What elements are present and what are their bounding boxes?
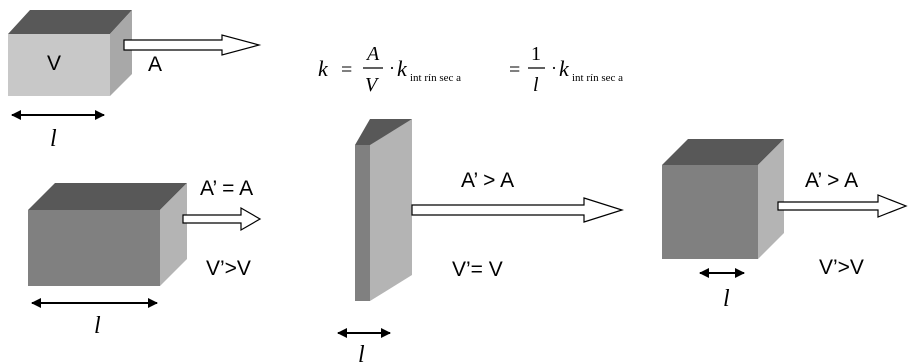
panel-wide-box xyxy=(28,183,187,286)
area-arrow-1 xyxy=(182,206,262,232)
length-label-2: l xyxy=(358,342,365,362)
formula-dot-2: · xyxy=(551,58,557,78)
area-rel-2: A’ > A xyxy=(461,169,514,192)
cube-top-face xyxy=(662,139,784,165)
area-label: A xyxy=(148,53,162,76)
panel-cube xyxy=(662,139,784,259)
formula-l: l xyxy=(533,74,539,96)
wide-box-top-face xyxy=(28,183,187,210)
area-arrow-3 xyxy=(777,194,908,218)
area-arrow-2 xyxy=(411,197,624,223)
top-cube-side-face xyxy=(110,10,132,96)
top-cube-top-face xyxy=(8,10,132,34)
top-cube-front-face xyxy=(8,34,110,96)
formula-dot-1: · xyxy=(389,58,395,78)
volume-rel-2: V’= V xyxy=(452,258,503,281)
formula-V: V xyxy=(365,74,380,96)
panel-thin-slab xyxy=(355,119,412,301)
wide-box-front-face xyxy=(28,210,160,286)
length-label-3: l xyxy=(723,286,730,312)
formula-eq-1: = xyxy=(341,59,352,81)
formula-one: 1 xyxy=(531,43,541,65)
length-label-1: l xyxy=(94,313,101,339)
volume-rel-1: V’>V xyxy=(206,257,251,280)
wide-box-side-face xyxy=(160,183,187,286)
formula-k-sub-base-2: k xyxy=(559,56,570,81)
formula: k = A V · k int rín sec a = 1 l · k int … xyxy=(318,43,623,96)
length-label-top: l xyxy=(50,126,57,152)
volume-rel-3: V’>V xyxy=(819,256,864,279)
formula-subscript-1: int rín sec a xyxy=(410,72,461,84)
area-rel-3: A’ > A xyxy=(805,169,858,192)
area-arrow-top xyxy=(123,34,262,56)
formula-k: k xyxy=(318,56,329,81)
top-cube: V xyxy=(8,10,132,96)
volume-label: V xyxy=(47,52,61,75)
cube-front-face xyxy=(662,165,758,259)
cube-side-face xyxy=(758,139,784,259)
slab-front-face xyxy=(355,145,370,301)
slab-side-face xyxy=(370,119,412,301)
formula-subscript-2: int rín sec a xyxy=(572,72,623,84)
formula-A: A xyxy=(365,43,380,65)
formula-eq-2: = xyxy=(509,59,520,81)
area-rel-1: A’ = A xyxy=(200,177,253,200)
formula-k-sub-base-1: k xyxy=(397,56,408,81)
